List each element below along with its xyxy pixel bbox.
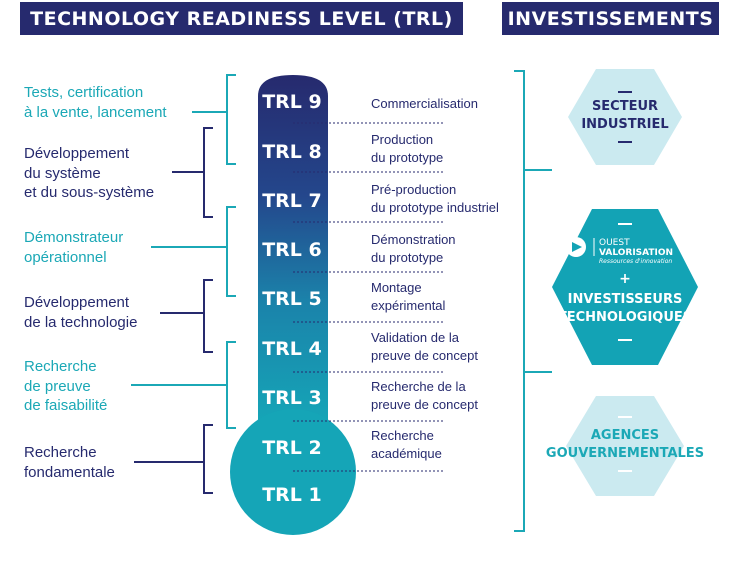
trl-9-label: TRL 9 — [262, 91, 322, 113]
stage-montage: Montage expérimental — [371, 280, 446, 313]
logo-tagline: Ressources d'innovation — [599, 258, 673, 265]
trl-6-label: TRL 6 — [262, 239, 322, 261]
phase-brackets — [131, 74, 236, 494]
stage-recherche-academique: Recherche académique — [371, 428, 442, 461]
trl-2-label: TRL 2 — [262, 437, 322, 459]
stage-commercialisation: Commercialisation — [371, 96, 478, 111]
trl-4-label: TRL 4 — [262, 338, 322, 360]
plus-sign: + — [619, 271, 631, 287]
thermometer-bulb — [230, 409, 356, 535]
logo-name-1: OUEST — [599, 238, 630, 248]
logo-name-2: VALORISATION — [599, 248, 674, 258]
trl-5-label: TRL 5 — [262, 288, 322, 310]
trl-7-label: TRL 7 — [262, 190, 322, 212]
level-separators — [293, 122, 445, 472]
investment-bracket — [514, 70, 552, 532]
investments-header: INVESTISSEMENTS — [502, 2, 719, 35]
thermometer-tube — [258, 75, 328, 422]
bracket-technology — [160, 279, 213, 353]
phase-feasibility-label: Recherche de preuve de faisabilité — [24, 358, 108, 414]
hex-industrial — [568, 69, 682, 165]
phase-demonstrator-label: Démonstrateur opérationnel — [24, 229, 124, 266]
stage-preproduction: Pré-production du prototype industriel — [371, 182, 499, 215]
trl-1-label: TRL 1 — [262, 484, 322, 506]
trl-header: TECHNOLOGY READINESS LEVEL (TRL) — [20, 2, 463, 35]
hex-dashes — [618, 91, 632, 472]
trl-3-label: TRL 3 — [262, 387, 322, 409]
ouest-valorisation-logo-icon — [566, 237, 595, 257]
phase-technology-label: Développement de la technologie — [24, 294, 138, 331]
phase-system-label: Développement du système et du sous-syst… — [24, 145, 155, 201]
stage-production: Production du prototype — [371, 132, 444, 165]
phase-tests-label: Tests, certification à la vente, lanceme… — [24, 84, 167, 121]
stage-validation: Validation de la preuve de concept — [371, 330, 478, 363]
government-agencies-label: AGENCES GOUVERNEMENTALES — [545, 428, 705, 461]
stage-recherche-concept: Recherche de la preuve de concept — [371, 379, 478, 412]
bracket-tests — [192, 74, 236, 165]
bracket-feasibility — [131, 341, 236, 429]
tech-investors-label: INVESTISSEURS TECHNOLOGIQUES — [557, 292, 693, 325]
thermometer — [230, 75, 356, 535]
bracket-system — [172, 127, 213, 218]
bracket-fundamental — [134, 424, 213, 494]
hex-government — [566, 396, 684, 496]
bracket-demonstrator — [151, 206, 236, 297]
trl-8-label: TRL 8 — [262, 141, 322, 163]
ouest-valorisation-logo: OUEST VALORISATION Ressources d'innovati… — [599, 238, 673, 266]
hex-tech-investors — [552, 209, 698, 365]
stage-demonstration: Démonstration du prototype — [371, 232, 456, 265]
phase-fundamental-label: Recherche fondamentale — [24, 444, 115, 481]
industrial-sector-label: SECTEUR INDUSTRIEL — [581, 99, 669, 132]
